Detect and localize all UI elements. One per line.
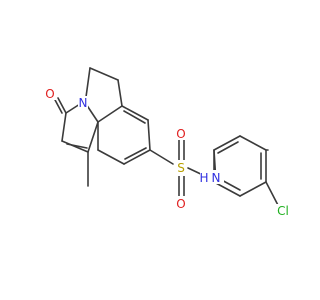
bond [85,67,91,98]
bond [87,121,99,153]
bond [123,149,151,165]
sulfonyl-oxygen-bottom-label: O [176,197,185,211]
carbonyl-oxygen-label: O [45,87,54,101]
nitrogen-ring-label: N [79,96,88,110]
bond [57,97,67,114]
bond [217,141,239,154]
bond [239,181,267,197]
bond [149,149,174,165]
bond [66,143,88,149]
bond [97,149,125,165]
bond-lines [53,67,282,212]
bond [65,103,81,114]
molecule-structure: N O S O O N H Cl [44,67,292,218]
bond [53,97,63,114]
bond [97,105,123,123]
bond [239,135,267,151]
bond [121,105,149,121]
bond [213,135,241,151]
sulfonyl-oxygen-top-label: O [176,127,185,141]
bond [213,181,241,197]
bond [61,140,89,153]
bond [117,79,123,107]
chlorine-label: Cl [277,204,289,218]
atom-labels: N O S O O N H Cl [44,86,292,218]
bond [124,147,147,160]
bond [147,119,151,151]
amide-nitrogen-label: N [212,171,221,185]
amide-hydrogen-label: H [199,171,208,185]
bond [89,67,119,81]
bond [123,110,146,124]
sulfur-label: S [177,161,185,175]
bond [61,112,67,142]
